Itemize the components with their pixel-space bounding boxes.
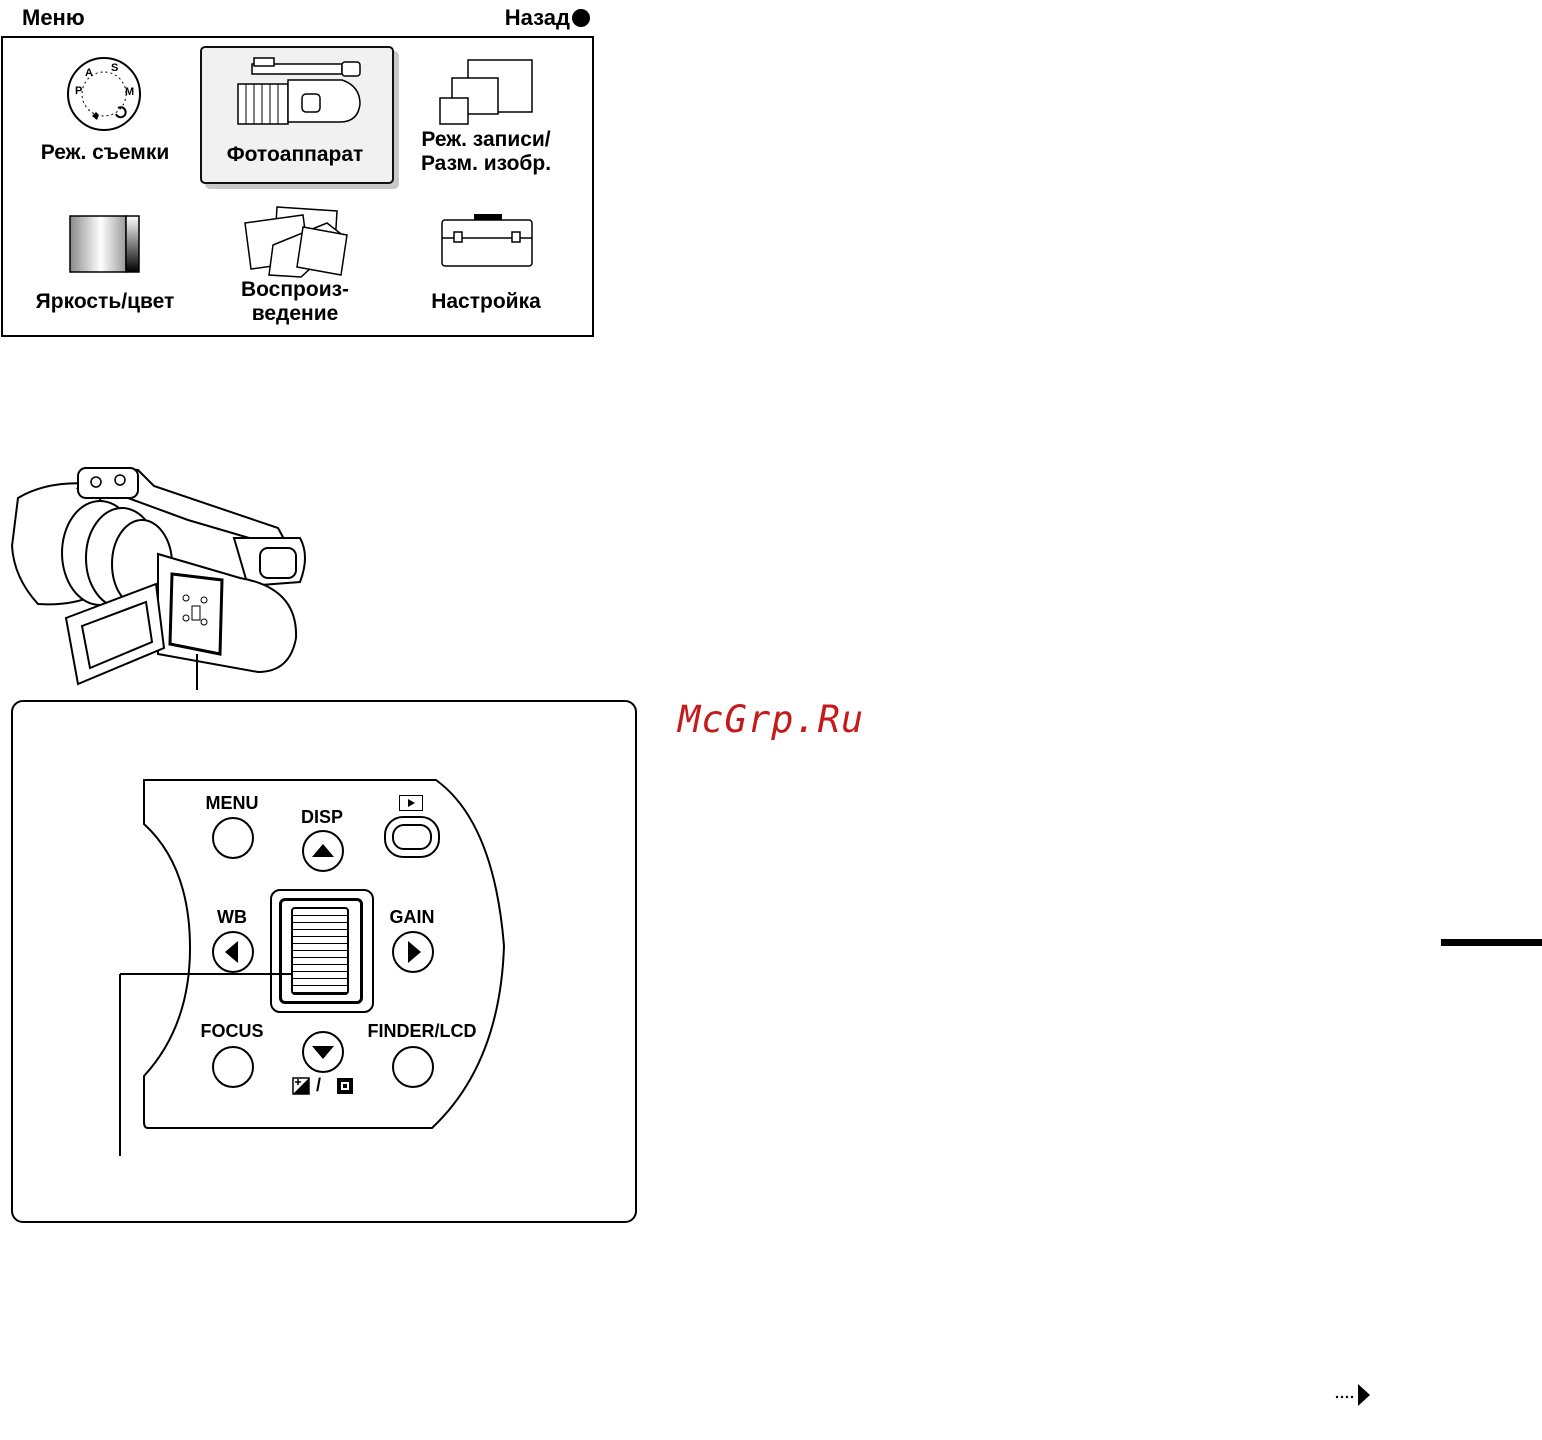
triangle-right-icon bbox=[394, 933, 432, 971]
menu-item-rec-mode[interactable]: Реж. записи/ Разм. изобр. bbox=[398, 48, 578, 183]
menu-button[interactable] bbox=[212, 817, 254, 859]
menu-item-label: Фотоаппарат bbox=[202, 143, 388, 167]
menu-title: Меню bbox=[22, 5, 85, 31]
menu-item-label-line2: Разм. изобр. bbox=[398, 152, 574, 176]
menu-header: Меню Назад bbox=[0, 0, 592, 37]
section-tab-marker bbox=[1441, 939, 1542, 946]
gain-right-button[interactable] bbox=[392, 931, 434, 973]
menu-item-label: Настройка bbox=[398, 290, 574, 314]
continue-arrow-icon bbox=[1334, 1380, 1374, 1410]
menu-item-label: Воспроиз- bbox=[205, 278, 385, 302]
menu-item-shooting-mode[interactable]: P A S M Реж. съемки bbox=[20, 48, 195, 183]
triangle-left-icon bbox=[214, 933, 252, 971]
finder-lcd-button-label: FINDER/LCD bbox=[362, 1021, 482, 1042]
menu-item-label: Реж. записи/ bbox=[398, 128, 574, 152]
menu-item-brightness[interactable]: Яркость/цвет bbox=[20, 200, 195, 325]
disp-button-label: DISP bbox=[282, 807, 362, 828]
focus-button[interactable] bbox=[212, 1046, 254, 1088]
disp-up-button[interactable] bbox=[302, 830, 344, 872]
triangle-up-icon bbox=[304, 832, 342, 870]
dial-letter: P bbox=[75, 85, 82, 97]
wb-left-button[interactable] bbox=[212, 931, 254, 973]
dial-letter: A bbox=[85, 67, 93, 79]
menu-item-label-line2: ведение bbox=[205, 302, 385, 326]
toolbox-icon bbox=[440, 212, 534, 268]
spot-meter-icon bbox=[336, 1077, 354, 1095]
menu-item-camera[interactable]: Фотоаппарат bbox=[202, 48, 390, 180]
exposure-down-button[interactable] bbox=[302, 1031, 344, 1073]
exposure-icon bbox=[292, 1077, 310, 1095]
playback-button[interactable] bbox=[384, 816, 440, 858]
back-button[interactable]: Назад bbox=[505, 5, 570, 31]
dial-letter: S bbox=[111, 62, 118, 74]
finder-lcd-button[interactable] bbox=[392, 1046, 434, 1088]
back-dot-icon[interactable] bbox=[572, 9, 590, 27]
exposure-slash: / bbox=[316, 1075, 321, 1096]
gain-button-label: GAIN bbox=[372, 907, 452, 928]
gradient-icon bbox=[69, 215, 141, 273]
dial-letter: M bbox=[125, 86, 134, 98]
menu-item-setup[interactable]: Настройка bbox=[398, 200, 578, 325]
play-icon bbox=[399, 795, 423, 811]
camcorder-illustration bbox=[8, 458, 318, 690]
camcorder-icon bbox=[232, 56, 368, 128]
photo-stack-icon bbox=[243, 205, 349, 279]
menu-item-label: Яркость/цвет bbox=[20, 290, 190, 314]
menu-item-playback[interactable]: Воспроиз- ведение bbox=[205, 200, 385, 328]
watermark: McGrp.Ru bbox=[678, 698, 864, 741]
jog-dial[interactable] bbox=[279, 898, 363, 1004]
menu-button-label: MENU bbox=[192, 793, 272, 814]
image-size-icon bbox=[438, 58, 534, 126]
wb-button-label: WB bbox=[192, 907, 272, 928]
menu-item-label: Реж. съемки bbox=[20, 141, 190, 165]
focus-button-label: FOCUS bbox=[192, 1021, 272, 1042]
triangle-down-icon bbox=[304, 1033, 342, 1071]
jog-dial-ribs bbox=[291, 907, 349, 995]
